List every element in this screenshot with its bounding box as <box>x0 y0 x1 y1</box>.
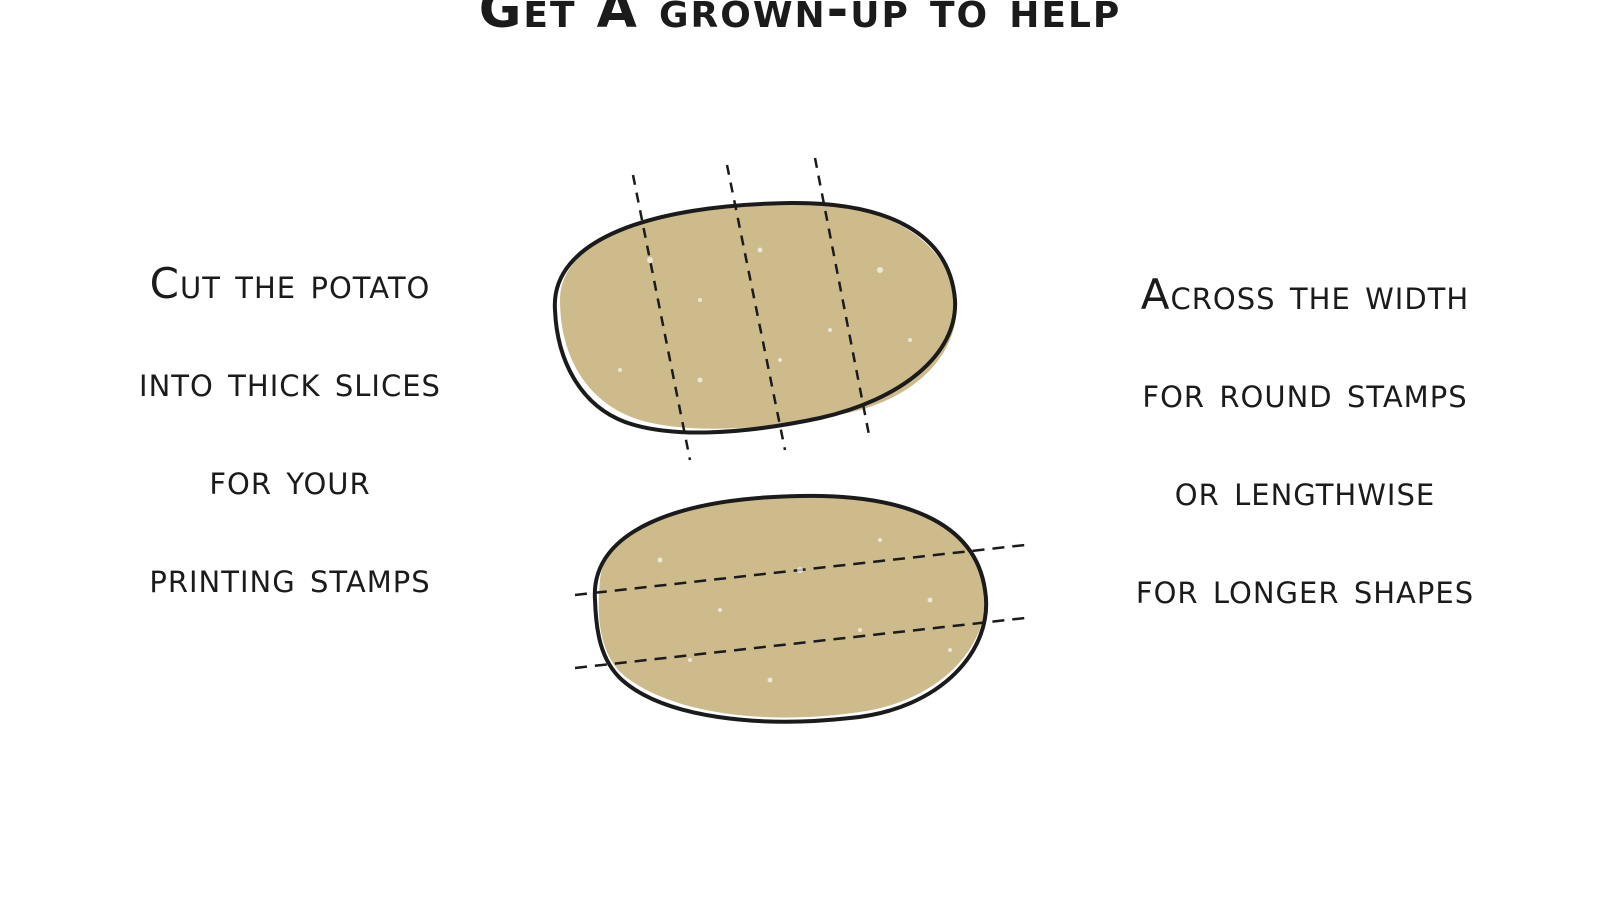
potato-fill <box>598 495 987 718</box>
right-caption: Across the width for round stamps or len… <box>1070 246 1540 638</box>
potato-length-cut <box>574 493 1026 724</box>
right-caption-line: or lengthwise <box>1174 466 1436 515</box>
potato-speckles <box>618 247 952 683</box>
potato-outline <box>552 200 958 435</box>
cut-line <box>725 164 787 451</box>
right-caption-line: for longer shapes <box>1135 564 1475 613</box>
right-caption-line: for round stamps <box>1142 368 1468 417</box>
left-caption-line: for your <box>209 455 371 504</box>
left-caption: Cut the potato into thick slices for you… <box>70 235 510 627</box>
potato-fill <box>560 205 957 429</box>
page-title: Get A grown-up to help <box>478 0 1122 40</box>
left-caption-line: Cut the potato <box>149 259 431 308</box>
left-caption-line: into thick slices <box>139 357 441 406</box>
potato-width-cut <box>552 157 958 461</box>
cut-line <box>813 157 872 441</box>
right-caption-line: Across the width <box>1140 270 1470 319</box>
cut-line <box>574 616 1026 670</box>
cut-line <box>631 174 692 461</box>
potato-outline <box>592 493 989 724</box>
left-caption-line: printing stamps <box>149 553 431 602</box>
